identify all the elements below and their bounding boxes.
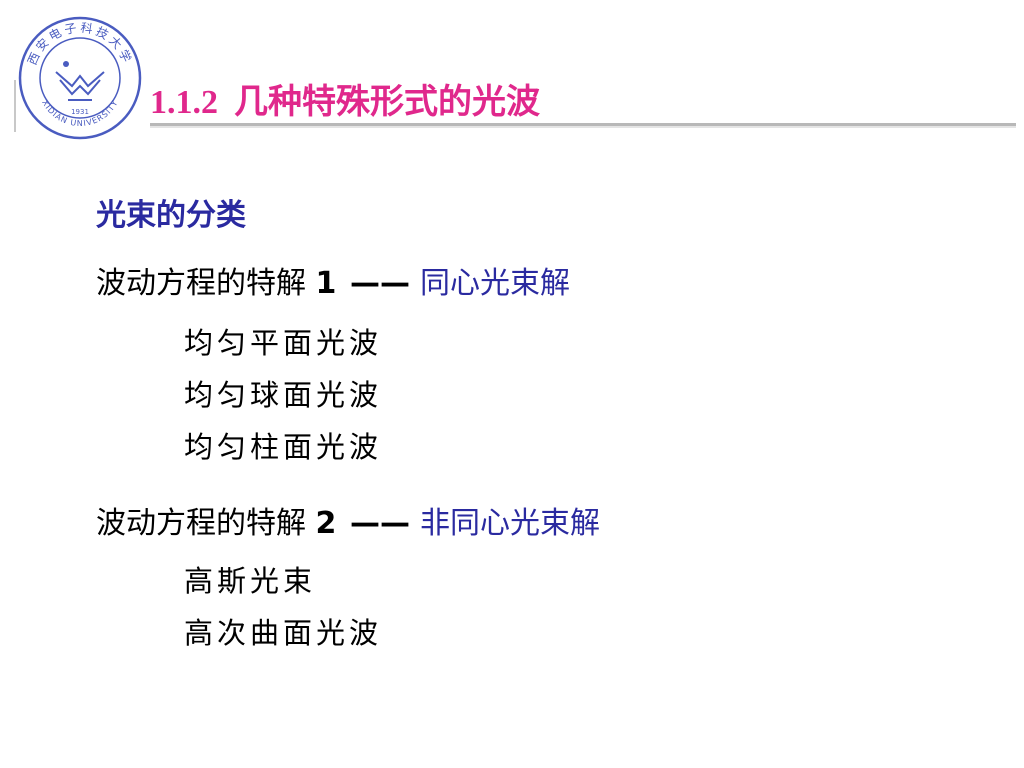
section2-item: 高斯光束	[184, 564, 317, 598]
subtitle: 光束的分类	[96, 198, 246, 233]
svg-text:西安电子科技大学: 西安电子科技大学	[25, 21, 136, 68]
section1-item: 均匀柱面光波	[184, 430, 383, 464]
title-rule-left	[14, 80, 16, 132]
title-number: 1.1.2	[150, 84, 218, 121]
section1-number: 1	[315, 266, 337, 301]
logo-text-cn: 西安电子科技大学	[25, 21, 133, 68]
logo-year: 1931	[71, 108, 89, 116]
section2-dash: ——	[349, 506, 410, 541]
section1-item: 均匀平面光波	[184, 326, 383, 360]
section2-highlight: 非同心光束解	[419, 506, 600, 541]
xidian-university-seal-icon: 西安电子科技大学 XIDIAN UNIVERSITY 1931	[18, 16, 142, 140]
section1-item: 均匀球面光波	[184, 378, 383, 412]
section2-prefix: 波动方程的特解	[96, 506, 306, 541]
section1-prefix: 波动方程的特解	[96, 266, 306, 301]
title-text: 几种特殊形式的光波	[234, 82, 540, 122]
section1-highlight: 同心光束解	[419, 266, 570, 301]
section2-number: 2	[315, 506, 337, 541]
section1-heading: 波动方程的特解 1 —— 同心光束解	[96, 258, 570, 302]
title-underline	[150, 123, 1016, 128]
section2-item: 高次曲面光波	[184, 616, 383, 650]
slide-title: 1.1.2 几种特殊形式的光波	[150, 74, 540, 123]
section1-dash: ——	[349, 266, 410, 301]
section2-heading: 波动方程的特解 2 —— 非同心光束解	[96, 498, 600, 542]
